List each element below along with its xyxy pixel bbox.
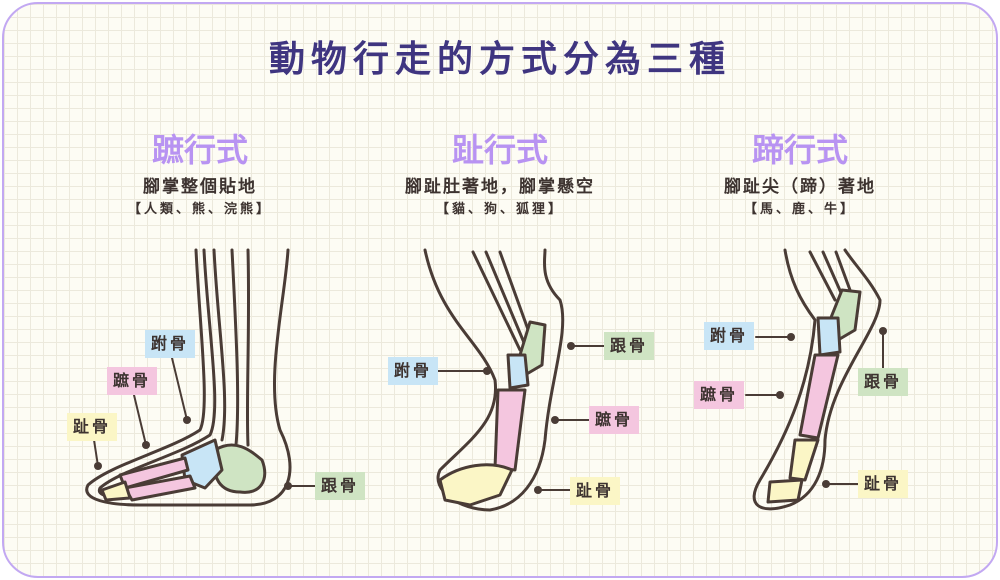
plantigrade-metatarsal-label: 蹠骨 <box>107 367 158 395</box>
digitigrade-title: 趾行式 <box>451 131 548 169</box>
unguligrade-examples: 【馬、鹿、牛】 <box>743 202 856 217</box>
plantigrade-foot-illustration <box>85 248 292 507</box>
digitigrade-calcaneus-label: 跟骨 <box>604 332 655 360</box>
unguligrade-desc: 腳趾尖（蹄）著地 <box>724 177 876 197</box>
leader-dots <box>94 327 887 494</box>
unguligrade-foot-illustration <box>752 248 882 511</box>
unguligrade-phalanges-label: 趾骨 <box>858 470 909 498</box>
unguligrade-title: 蹄行式 <box>751 131 848 169</box>
unguligrade-tarsal-label: 跗骨 <box>704 322 755 350</box>
digitigrade-foot-illustration <box>423 248 565 512</box>
plantigrade-phalanges-label: 趾骨 <box>67 413 118 441</box>
digitigrade-metatarsal-label: 蹠骨 <box>589 406 640 434</box>
page-title: 動物行走的方式分為三種 <box>268 39 731 80</box>
digitigrade-phalanges-label: 趾骨 <box>570 477 621 505</box>
plantigrade-calcaneus-label: 跟骨 <box>315 472 366 500</box>
digitigrade-examples: 【貓、狗、狐狸】 <box>435 202 564 217</box>
digitigrade-desc: 腳趾肚著地，腳掌懸空 <box>405 177 595 197</box>
plantigrade-tarsal-label: 跗骨 <box>145 330 196 358</box>
unguligrade-calcaneus-label: 跟骨 <box>858 368 909 396</box>
digitigrade-tarsal-label: 跗骨 <box>388 357 439 385</box>
plantigrade-desc: 腳掌整個貼地 <box>143 177 257 197</box>
leader-lines <box>93 330 884 491</box>
plantigrade-examples: 【人類、熊、浣熊】 <box>127 202 272 217</box>
unguligrade-metatarsal-label: 蹠骨 <box>694 381 745 409</box>
plantigrade-title: 蹠行式 <box>151 131 248 169</box>
